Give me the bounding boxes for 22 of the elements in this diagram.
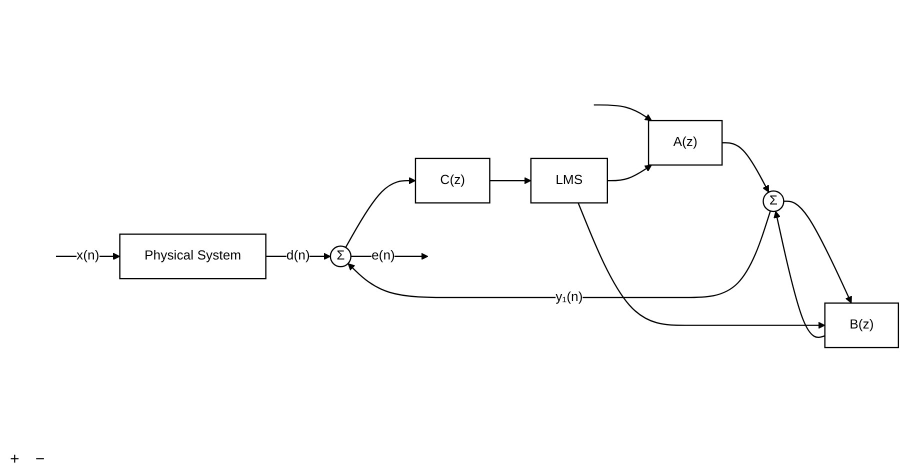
node-box: A(z) bbox=[648, 120, 723, 166]
node-box: Physical System bbox=[119, 234, 266, 280]
arrow bbox=[578, 202, 826, 329]
arrow bbox=[774, 210, 826, 338]
arrow bbox=[607, 164, 652, 182]
node-box: B(z) bbox=[824, 302, 900, 348]
edge-label: e(n) bbox=[371, 248, 395, 263]
edge-label: d(n) bbox=[286, 248, 310, 263]
node-box: LMS bbox=[530, 158, 608, 204]
sign-label: − bbox=[35, 451, 45, 469]
arrow bbox=[345, 176, 416, 248]
arrow bbox=[348, 210, 771, 298]
node-circle: Σ bbox=[330, 245, 352, 268]
node-circle: Σ bbox=[762, 190, 784, 212]
arrow bbox=[722, 142, 770, 192]
arrow bbox=[784, 200, 852, 304]
node-box: C(z) bbox=[414, 158, 490, 204]
arrow bbox=[594, 104, 652, 121]
edge-label: x(n) bbox=[76, 248, 100, 263]
sign-label: + bbox=[10, 451, 20, 469]
edge-label: y₁(n) bbox=[556, 290, 583, 304]
arrow bbox=[490, 176, 532, 184]
